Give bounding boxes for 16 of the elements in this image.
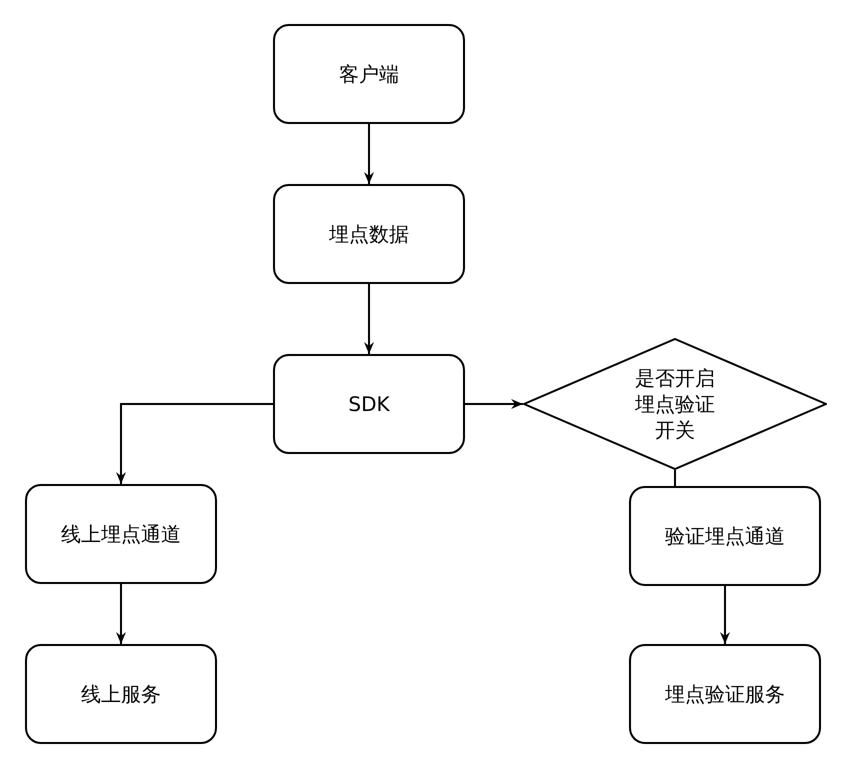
process-box: 埋点数据 [273,184,465,284]
process-box: 线上埋点通道 [25,484,217,584]
process-box: 埋点验证服务 [629,644,821,744]
arrow [364,284,374,354]
decision-diamond [523,338,827,470]
arrow [465,399,523,409]
arrow [720,586,730,644]
process-box: 验证埋点通道 [629,486,821,586]
decision-label: 是否开启埋点验证开关 [634,365,716,443]
process-box: 客户端 [273,24,465,124]
arrow [116,403,273,484]
arrow [364,124,374,184]
process-box: 线上服务 [25,644,217,744]
arrow [116,584,126,644]
process-box: SDK [273,354,465,454]
connector-line [674,470,676,486]
